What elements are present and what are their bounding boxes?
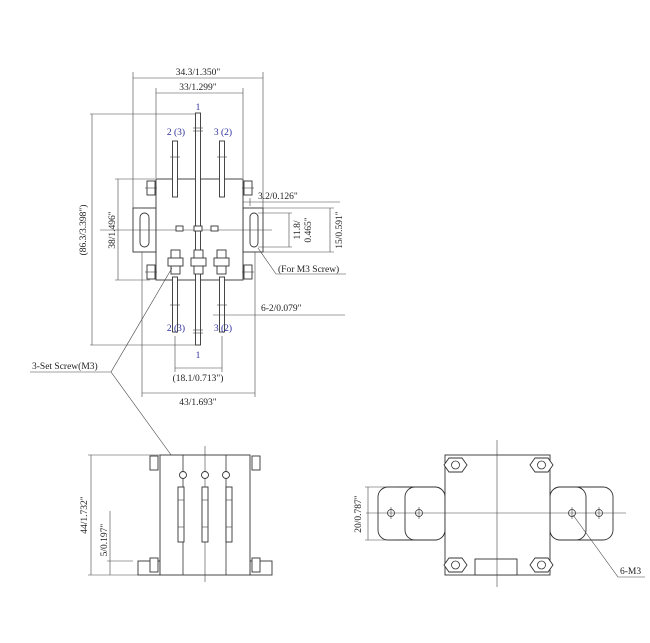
m3-holes	[387, 507, 603, 519]
dim-body-width: 33/1.299"	[155, 83, 244, 178]
note-for-m3-screw: (For M3 Screw)	[257, 247, 346, 275]
pin-label-2-top: 2 (3)	[167, 127, 185, 138]
pins	[167, 112, 230, 346]
svg-text:(18.1/0.713"): (18.1/0.713")	[173, 373, 224, 384]
svg-text:(86.3/3.398"): (86.3/3.398")	[78, 205, 89, 256]
dim-slot-length: 11.8/ 0.465"	[258, 212, 314, 248]
dim-base-width: 43/1.693"	[141, 252, 256, 408]
pin-label-1-bottom: 1	[196, 351, 201, 361]
dim-tab-width: 20/0.787"	[354, 486, 395, 541]
dim-side-height: 44/1.732"	[80, 454, 160, 576]
svg-text:11.8/: 11.8/	[293, 220, 303, 239]
dim-pin-diameter: 6-2/0.079"	[213, 304, 345, 316]
svg-text:43/1.693": 43/1.693"	[179, 398, 217, 408]
svg-text:15/0.591": 15/0.591"	[335, 211, 345, 249]
pin-label-1-top: 1	[196, 103, 201, 113]
pin-label-3-top: 3 (2)	[214, 127, 232, 138]
bottom-view: 20/0.787" 6-M3	[354, 440, 645, 587]
svg-text:5/0.197": 5/0.197"	[100, 524, 110, 557]
svg-text:(For M3 Screw): (For M3 Screw)	[278, 264, 339, 275]
svg-text:33/1.299": 33/1.299"	[179, 83, 217, 93]
hex-bolts	[443, 457, 554, 573]
svg-text:3-Set Screw(M3): 3-Set Screw(M3)	[32, 361, 98, 372]
svg-text:6-M3: 6-M3	[620, 567, 641, 577]
side-view: 44/1.732" 5/0.197"	[80, 446, 273, 582]
svg-text:0.465": 0.465"	[304, 217, 314, 242]
pin-label-2-bottom: 2 (3)	[167, 323, 185, 334]
svg-text:3.2/0.126": 3.2/0.126"	[258, 192, 298, 202]
corner-bolts	[145, 180, 254, 280]
svg-text:34.3/1.350": 34.3/1.350"	[176, 68, 221, 78]
dim-pin-spacing: (18.1/0.713")	[173, 336, 224, 384]
dim-overall-width: 34.3/1.350"	[132, 68, 264, 208]
svg-text:20/0.787": 20/0.787"	[354, 495, 364, 533]
note-set-screw: 3-Set Screw(M3)	[30, 267, 183, 471]
dim-overall-height: (86.3/3.398")	[78, 113, 196, 346]
dim-tab-thickness: 3.2/0.126"	[243, 192, 340, 206]
top-view: 34.3/1.350" 33/1.299" (86.3/3.398") 38/1…	[30, 68, 346, 471]
dim-tab-height: 15/0.591"	[263, 207, 345, 253]
dim-side-tab: 5/0.197"	[100, 511, 133, 575]
svg-text:6-2/0.079": 6-2/0.079"	[261, 304, 302, 314]
note-6-m3: 6-M3	[572, 514, 645, 578]
svg-text:44/1.732": 44/1.732"	[80, 496, 90, 534]
pin-label-3-bottom: 3 (2)	[214, 323, 232, 334]
